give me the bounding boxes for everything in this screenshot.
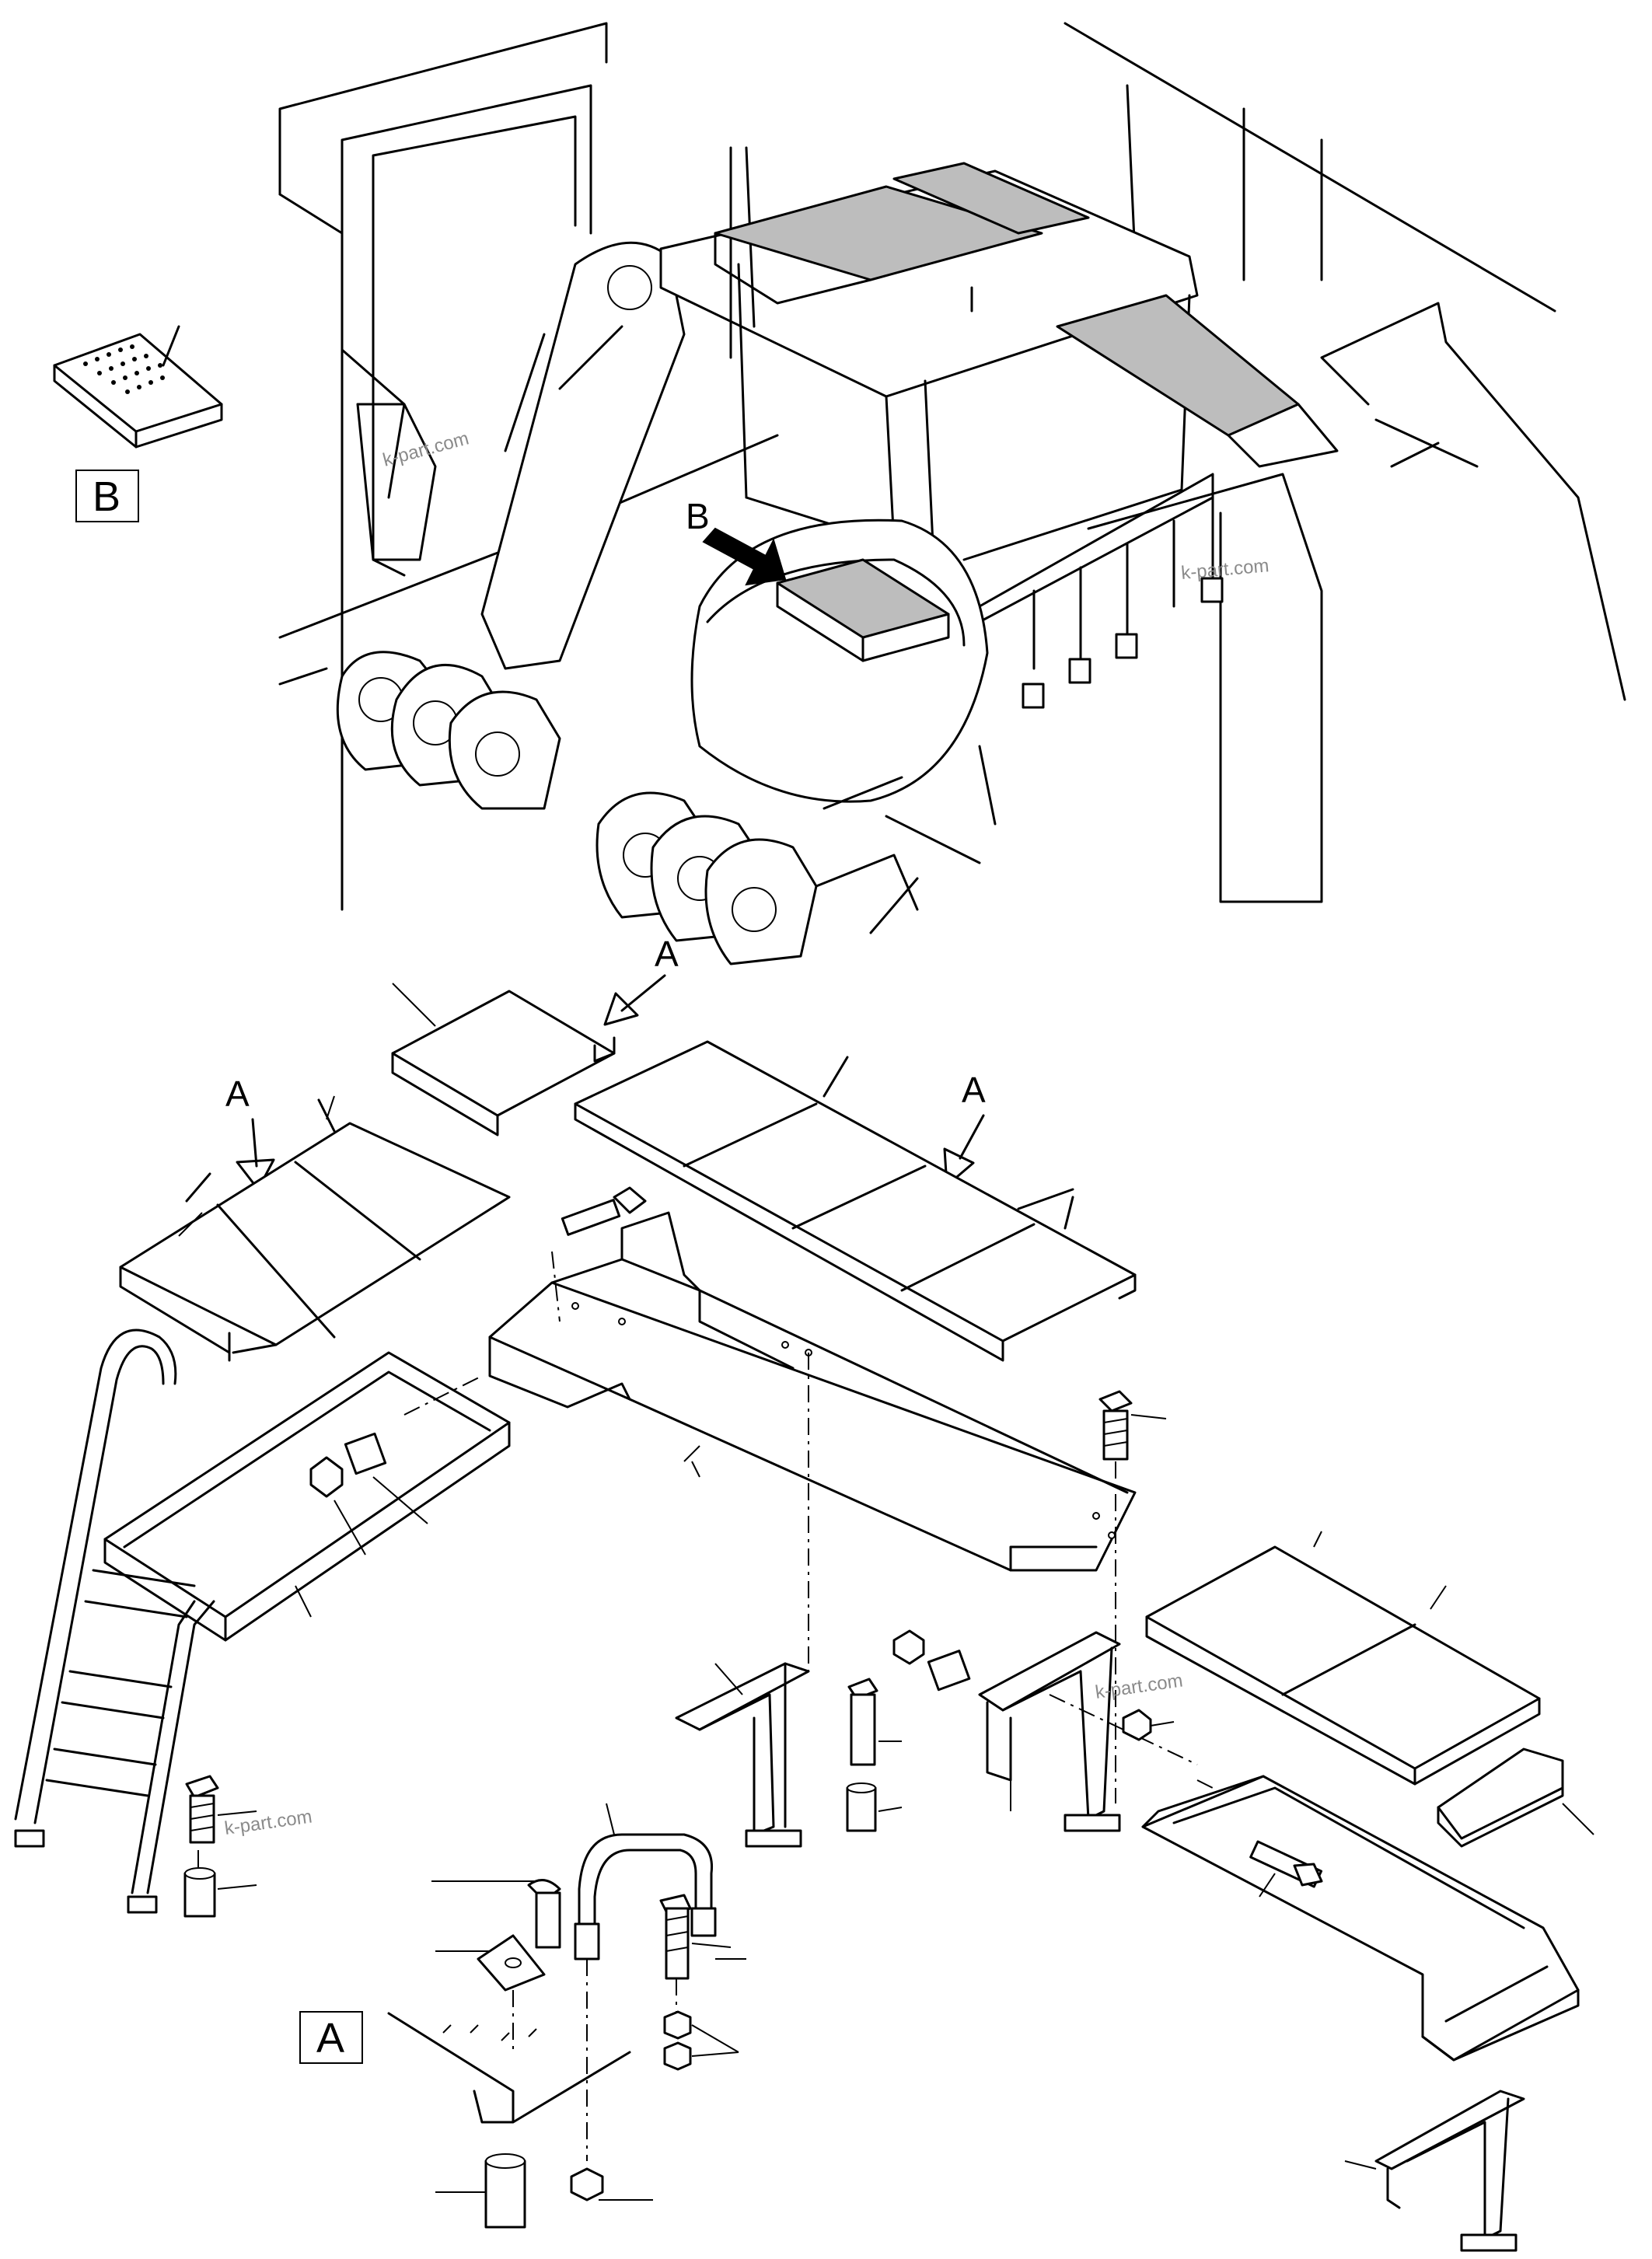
svg-text:B: B xyxy=(93,473,120,520)
spacer-icon xyxy=(927,1650,971,1692)
detail-a-arrow: A xyxy=(943,1070,986,1187)
spacer-icon xyxy=(183,1867,216,1918)
detail-b-step-panel xyxy=(53,325,223,449)
boom-pin-lug-icon xyxy=(336,651,561,810)
nut-icon xyxy=(1122,1709,1152,1741)
svg-text:A: A xyxy=(655,934,679,974)
bolt-icon xyxy=(847,1678,878,1766)
detail-b-label-box: B xyxy=(75,470,139,522)
bolt-icon xyxy=(1249,1840,1323,1888)
nut-icon xyxy=(309,1456,344,1498)
detail-a-arrow: A xyxy=(603,934,679,1026)
detail-b-arrow: B xyxy=(686,496,787,586)
grating-panel xyxy=(391,983,616,1136)
detail-a-arrow: A xyxy=(225,1074,275,1191)
svg-text:A: A xyxy=(225,1074,250,1114)
spacer-icon xyxy=(846,1782,877,1832)
svg-text:A: A xyxy=(962,1070,986,1110)
access-ladder xyxy=(14,1329,215,1914)
boom-pin-lug-icon xyxy=(595,791,818,965)
walkway-beam xyxy=(488,1211,1137,1572)
support-bracket xyxy=(1344,2090,1525,2252)
side-platform xyxy=(103,1351,511,1642)
grating-panel xyxy=(119,1095,511,1362)
bolt-icon xyxy=(185,1775,219,1844)
spacer-icon xyxy=(344,1432,387,1475)
railing-clamp-icon xyxy=(1022,577,1224,709)
detail-a-clamp xyxy=(387,1803,746,2229)
bolt-icon xyxy=(561,1186,647,1236)
nut-icon xyxy=(892,1629,925,1665)
machine-assembly xyxy=(278,22,1626,965)
bolt-icon xyxy=(1098,1390,1133,1461)
support-bracket xyxy=(978,1631,1121,1832)
detail-a-label-box: A xyxy=(299,2011,363,2064)
watermark: k-part.com xyxy=(223,1806,313,1839)
step-plate xyxy=(1437,1747,1594,1848)
grating-panel xyxy=(574,1040,1137,1362)
svg-text:A: A xyxy=(316,2015,344,2062)
support-bracket xyxy=(675,1662,810,1848)
svg-text:B: B xyxy=(686,496,710,536)
side-platform xyxy=(1141,1775,1580,2062)
watermark: k-part.com xyxy=(381,428,471,470)
watermark: k-part.com xyxy=(1094,1670,1184,1703)
watermark: k-part.com xyxy=(1180,555,1270,584)
grating-panel xyxy=(1145,1531,1541,1786)
